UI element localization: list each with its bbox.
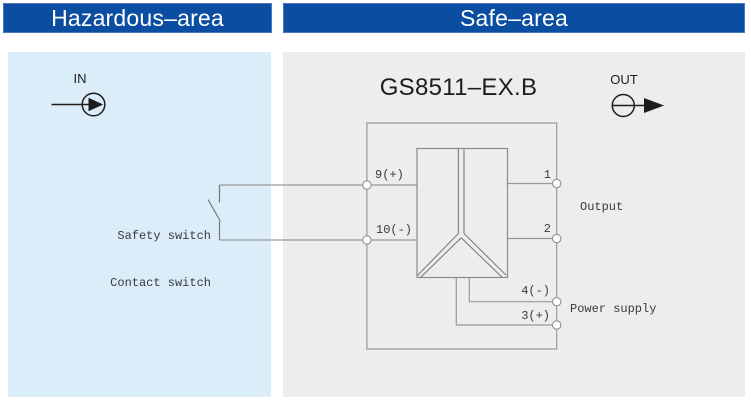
isolator-body [416,147,509,279]
terminal-1-label: 1 [543,168,551,182]
isolator-block [416,147,509,279]
safe-area-header: Safe–area [283,3,745,33]
power-supply-label: Power supply [570,302,657,316]
terminal-9-label: 9(+) [375,168,404,182]
switch-caption-line2: Contact switch [110,275,211,290]
terminal-2-circle [551,233,562,244]
terminal-2-label: 2 [543,222,551,236]
terminal-10-circle [362,235,372,245]
terminal-3-circle [551,320,562,330]
in-port-label: IN [73,71,87,86]
wire-terminal-4 [468,277,557,303]
device-model-title: GS8511–EX.B [379,74,538,101]
out-port-label: OUT [610,72,638,87]
terminal-circles [362,178,562,330]
wire-terminal-3 [455,277,557,326]
hazardous-area-header-label: Hazardous–area [51,4,224,31]
terminal-4-circle [551,296,562,307]
terminal-9-circle [362,180,372,190]
terminal-4-label: 4(-) [521,284,550,298]
safe-area-panel [283,52,745,397]
switch-caption-line1: Safety switch [117,229,211,243]
in-arrow-head [88,97,104,112]
switch-blade [207,199,222,222]
hazardous-area-panel [8,52,271,397]
hazardous-area-header: Hazardous–area [3,3,272,33]
safe-area-header-label: Safe–area [460,4,568,31]
switch-caption: Safety switch Contact switch [90,198,211,322]
out-arrow-head [644,98,664,113]
in-arrow-icon [51,92,106,117]
terminal-3-label: 3(+) [521,309,550,323]
out-arrow-icon [611,93,664,118]
terminal-10-label: 10(-) [376,223,413,237]
safety-switch-symbol [207,185,222,240]
isolation-barrier-lines [417,148,507,278]
output-label: Output [580,200,624,214]
in-circle [81,92,106,117]
terminal-1-circle [551,178,562,189]
